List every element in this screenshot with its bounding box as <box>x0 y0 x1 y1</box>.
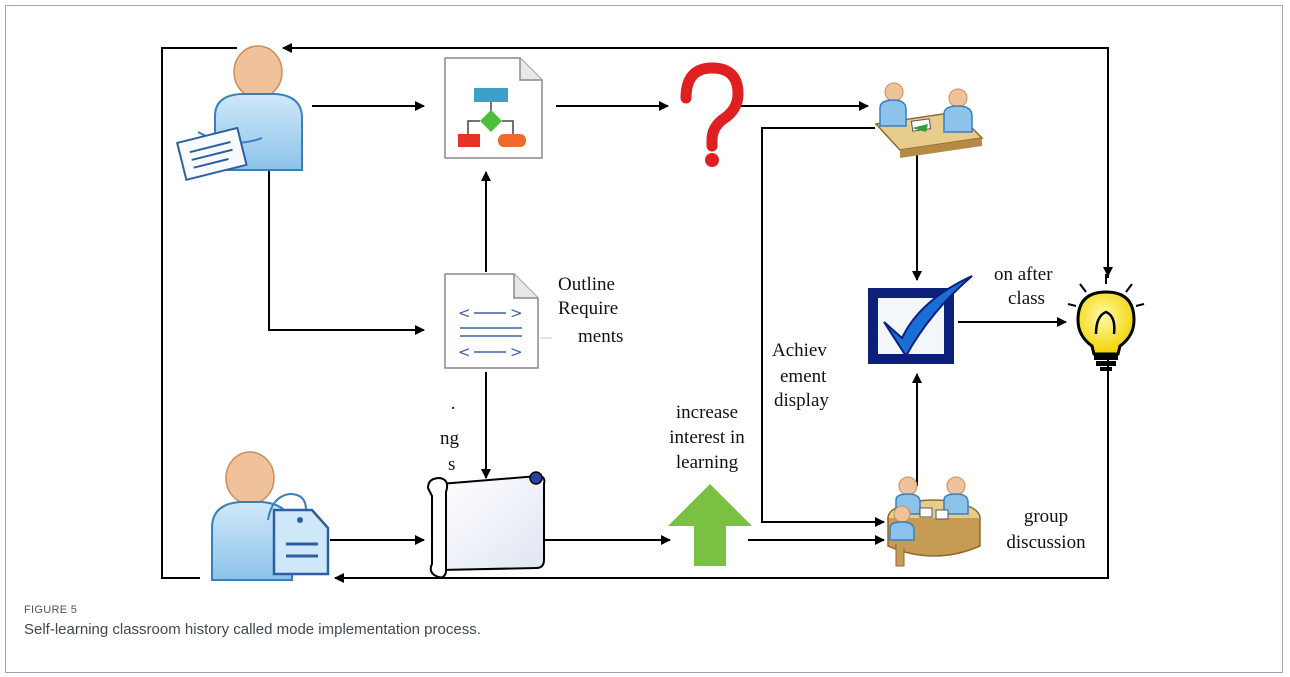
after-class-label-line-2: class <box>1008 288 1045 309</box>
achievement-label-line-2: ement <box>780 366 827 387</box>
group-label-line-1: group <box>1024 506 1068 527</box>
teacher-to-outline <box>268 162 425 335</box>
green-up-arrow-icon <box>668 484 752 566</box>
partial-label-line-1: · <box>450 398 456 419</box>
flowchart-document-icon <box>444 57 543 159</box>
outline-label-line-1: Outline <box>558 274 615 295</box>
top-return-line <box>282 43 1109 278</box>
teacher-with-document-icon <box>175 45 303 182</box>
code-document-icon: < > < > <box>444 273 552 369</box>
achievement-label-line-1: Achiev <box>772 340 827 361</box>
question-mark-icon <box>680 62 744 167</box>
outline-label-line-2: Require <box>558 298 618 319</box>
interest-label-line-1: increase <box>676 402 738 423</box>
partial-label: · ng s <box>440 398 460 475</box>
figure-number: FIGURE 5 <box>24 604 78 616</box>
svg-text:>: > <box>510 343 523 361</box>
partial-label-line-2: ng <box>440 428 460 449</box>
checkmark-box-icon <box>868 275 973 364</box>
outline-label: Outline Require ments <box>558 274 623 347</box>
bottom-return-line <box>334 350 1109 583</box>
achievement-label-line-3: display <box>774 390 829 411</box>
interest-label-line-3: learning <box>676 452 739 473</box>
group-discussion-table-icon <box>887 476 981 567</box>
after-class-label-line-1: on after <box>994 264 1053 285</box>
svg-text:>: > <box>510 304 523 322</box>
flow-diagram: < > < > <box>161 43 1145 583</box>
achievement-loop <box>761 127 885 527</box>
student-with-tag-icon <box>211 451 330 581</box>
svg-text:<: < <box>458 304 471 322</box>
figure-caption: Self-learning classroom history called m… <box>24 621 481 638</box>
interest-label-line-2: interest in <box>669 427 745 448</box>
achievement-label: Achiev ement display <box>772 340 829 411</box>
group-label-line-2: discussion <box>1006 532 1086 553</box>
left-loop-line <box>161 47 237 579</box>
two-people-meeting-icon <box>874 82 984 158</box>
interest-label: increase interest in learning <box>669 402 745 473</box>
scroll-icon <box>426 471 546 579</box>
svg-text:<: < <box>458 343 471 361</box>
connectors <box>161 43 1113 583</box>
outline-label-line-3: ments <box>578 326 623 347</box>
group-label: group discussion <box>1006 506 1086 553</box>
light-bulb-icon <box>1067 274 1145 371</box>
after-class-label: on after class <box>994 264 1053 309</box>
partial-label-line-3: s <box>448 454 455 475</box>
